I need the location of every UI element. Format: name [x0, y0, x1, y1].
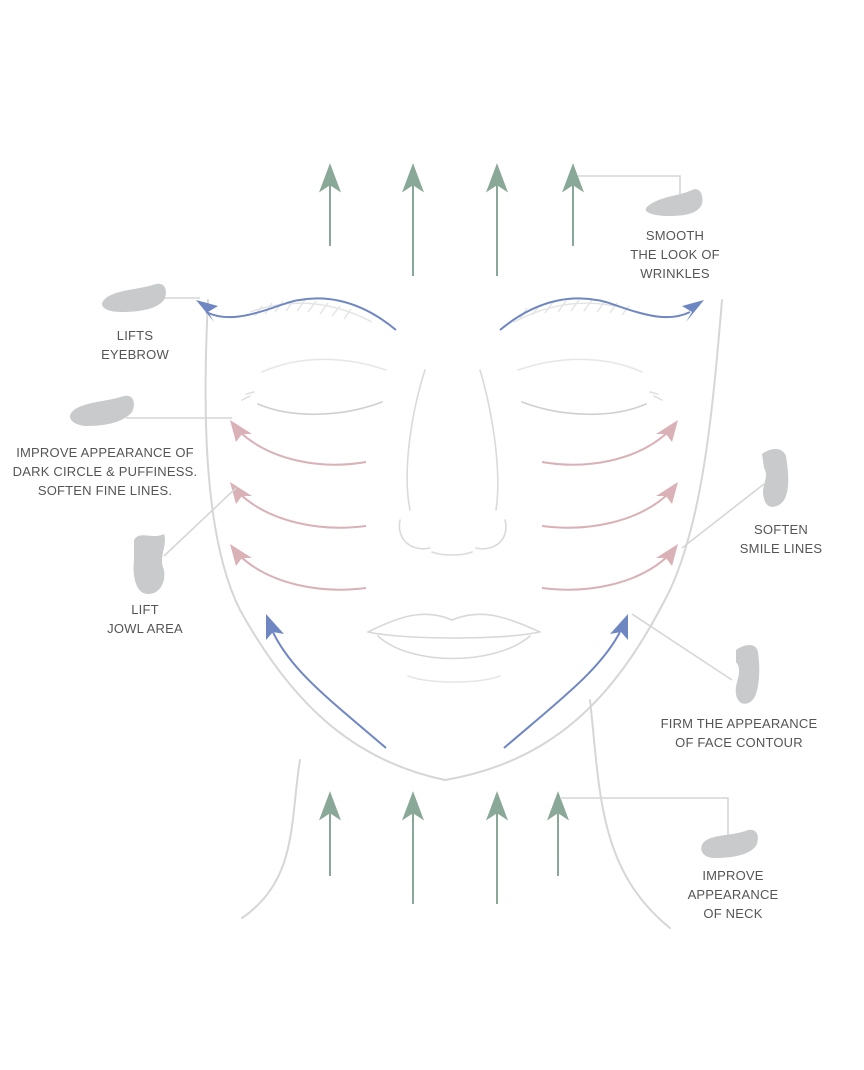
label-line: OF NECK: [703, 906, 763, 921]
label-face-contour: FIRM THE APPEARANCE OF FACE CONTOUR: [656, 714, 822, 752]
label-line: JOWL AREA: [107, 621, 183, 636]
eyes: [241, 358, 663, 416]
gua-sha-stone-icon: [735, 645, 760, 704]
label-smooth-wrinkles: SMOOTH THE LOOK OF WRINKLES: [620, 226, 730, 283]
under-eye-arrows: [230, 420, 678, 591]
gua-sha-stone-icon: [101, 283, 166, 312]
label-lifts-eyebrow: LIFTS EYEBROW: [90, 326, 180, 364]
label-line: OF FACE CONTOUR: [675, 735, 803, 750]
label-line: SMOOTH: [645, 228, 705, 243]
forehead-upward-arrows: [318, 163, 585, 276]
nose: [398, 369, 507, 556]
face-left-contour: [204, 299, 446, 781]
label-line: SOFTEN FINE LINES.: [37, 483, 173, 498]
label-line: APPEARANCE: [687, 887, 779, 902]
label-line: FIRM THE APPEARANCE: [660, 716, 818, 731]
gua-sha-stone-icon: [701, 829, 758, 858]
face-outline: [204, 299, 723, 929]
eye-left-lid: [257, 401, 383, 416]
neck-left: [241, 759, 301, 919]
label-line: SOFTEN: [754, 522, 808, 537]
label-line: SMILE LINES: [739, 541, 823, 556]
label-line: THE LOOK OF: [630, 247, 720, 262]
neck-right: [589, 699, 671, 929]
gua-sha-tools: [69, 189, 789, 858]
label-dark-circle: IMPROVE APPEARANCE OF DARK CIRCLE & PUFF…: [10, 443, 200, 500]
neck-upward-arrows: [318, 791, 570, 904]
label-line: WRINKLES: [640, 266, 710, 281]
label-line: EYEBROW: [101, 347, 169, 362]
leader-lines: [126, 175, 765, 836]
jaw-contour-arrows: [266, 614, 628, 749]
label-line: LIFTS: [116, 328, 154, 343]
label-line: DARK CIRCLE & PUFFINESS.: [12, 464, 198, 479]
lips: [367, 613, 541, 683]
gua-sha-stone-icon: [762, 449, 789, 507]
label-line: IMPROVE: [702, 868, 764, 883]
gua-sha-stone-icon: [133, 534, 165, 594]
eyebrow-lift-arrows: [196, 297, 704, 331]
label-smile-lines: SOFTEN SMILE LINES: [726, 520, 836, 558]
face-right-contour: [444, 299, 723, 781]
label-neck: IMPROVE APPEARANCE OF NECK: [680, 866, 786, 923]
eye-right-lid: [521, 401, 647, 416]
eyebrow-left: [249, 302, 373, 323]
gua-sha-stone-icon: [69, 395, 134, 426]
label-line: LIFT: [131, 602, 159, 617]
eyebrows: [249, 299, 637, 323]
label-line: IMPROVE APPEARANCE OF: [16, 445, 194, 460]
label-lift-jowl: LIFT JOWL AREA: [95, 600, 195, 638]
gua-sha-stone-icon: [645, 189, 703, 216]
